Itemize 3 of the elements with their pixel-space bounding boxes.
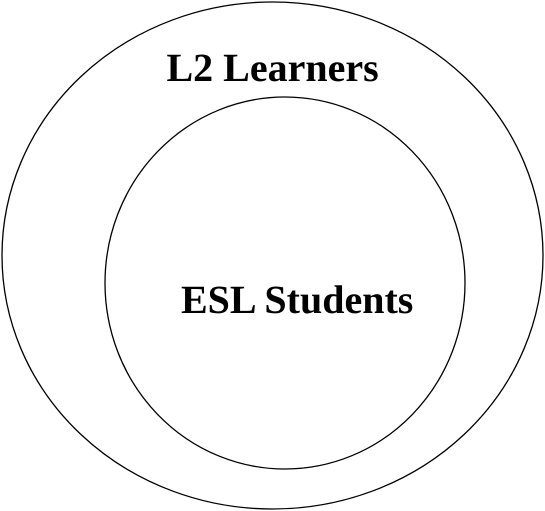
circle-label: L2 Learners: [166, 46, 379, 90]
circle-label: ESL Students: [181, 278, 414, 322]
circle: [104, 96, 466, 470]
